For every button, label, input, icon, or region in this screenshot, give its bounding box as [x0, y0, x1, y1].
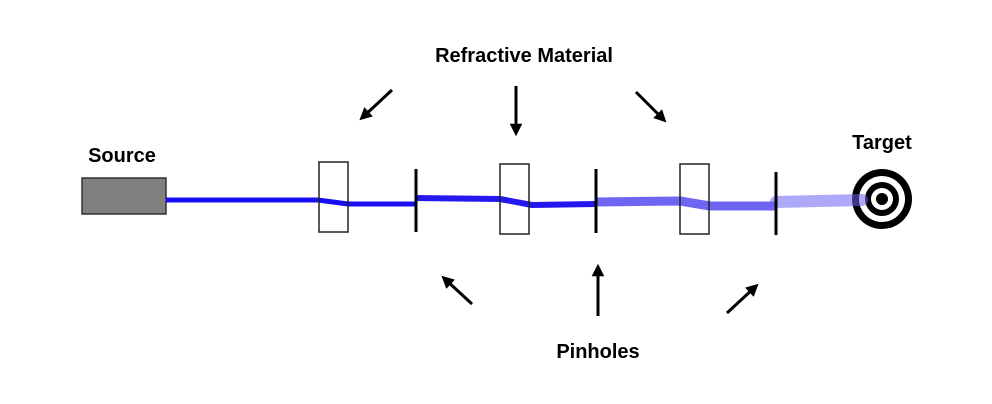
target-label: Target — [852, 132, 912, 154]
pinholes — [414, 169, 778, 235]
refractive-slab-2 — [499, 163, 530, 235]
arrow-pinhole-3 — [725, 283, 759, 315]
arrow-pinhole-1 — [441, 275, 474, 306]
pinholes-label: Pinholes — [556, 341, 639, 363]
arrow-refractive-1 — [359, 88, 394, 121]
source-label: Source — [88, 145, 156, 167]
refractive-material-label: Refractive Material — [435, 45, 613, 67]
arrow-refractive-3 — [634, 90, 667, 123]
pinhole-arrows — [441, 263, 759, 316]
refractive-material — [318, 161, 710, 235]
source-box — [81, 177, 167, 215]
light-beam — [166, 194, 868, 211]
refractive-slab-1 — [318, 161, 349, 233]
target-icon — [852, 169, 912, 229]
refractive-slab-3 — [679, 163, 710, 235]
refractive-arrows — [359, 86, 667, 137]
